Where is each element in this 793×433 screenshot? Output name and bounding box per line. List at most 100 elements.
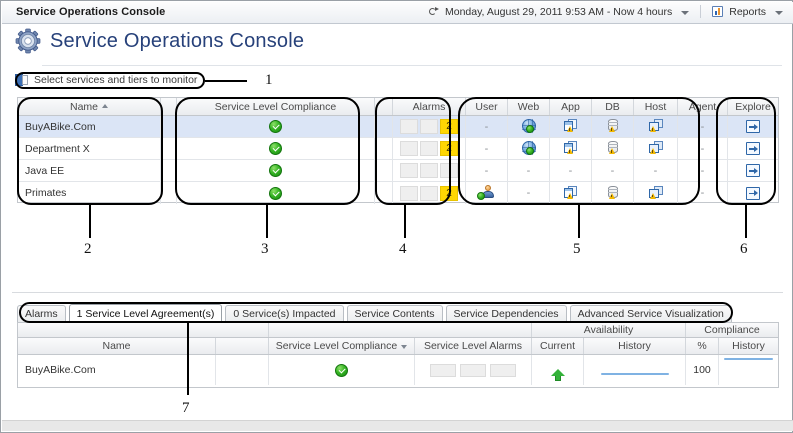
callout-leader-2 bbox=[89, 205, 92, 238]
divider bbox=[700, 5, 702, 18]
column-header-name[interactable]: Name bbox=[18, 98, 161, 115]
alarm-severity-box bbox=[420, 119, 438, 134]
tab-alarms[interactable]: Alarms bbox=[17, 305, 66, 322]
database-warning-icon bbox=[604, 119, 622, 134]
tab-service-contents[interactable]: Service Contents bbox=[346, 305, 443, 322]
database-warning-icon bbox=[604, 141, 622, 156]
cell-availability-current bbox=[532, 355, 584, 385]
table-row[interactable]: BuyABike.Com 2 - - bbox=[18, 116, 778, 138]
cell-alarms: 2 bbox=[393, 182, 466, 204]
column-header-agent[interactable]: Agent bbox=[678, 98, 728, 115]
cell-explore[interactable] bbox=[728, 182, 778, 204]
cell-alarms: 2 bbox=[393, 116, 466, 137]
time-range-chevron-down-icon[interactable] bbox=[681, 10, 690, 15]
web-globe-icon bbox=[520, 141, 538, 156]
cell-compliance bbox=[177, 182, 375, 204]
panel-top-divider bbox=[12, 292, 783, 293]
application-warning-icon bbox=[562, 141, 580, 156]
table-row[interactable]: Department X 2 - - bbox=[18, 138, 778, 160]
cell-service-level-alarms bbox=[415, 355, 532, 385]
callout-number-2: 2 bbox=[84, 241, 92, 257]
reports-chevron-down-icon[interactable] bbox=[775, 10, 783, 15]
callout-leader-5 bbox=[578, 205, 581, 238]
cell-tier-host: - bbox=[634, 160, 678, 181]
select-services-control[interactable]: Select services and tiers to monitor bbox=[15, 74, 197, 86]
column-header-name[interactable]: Name bbox=[18, 338, 216, 354]
alarm-count-badge: 2 bbox=[440, 119, 458, 134]
column-header-app[interactable]: App bbox=[550, 98, 592, 115]
status-ok-icon bbox=[269, 164, 282, 177]
cell-explore[interactable] bbox=[728, 116, 778, 137]
alarm-severity-box bbox=[460, 363, 486, 377]
availability-sparkline bbox=[600, 372, 669, 375]
page-heading: Service Operations Console bbox=[15, 28, 304, 54]
sla-table: Availability Compliance Name Service Lev… bbox=[17, 322, 779, 388]
cell-compliance bbox=[177, 116, 375, 137]
column-header-compliance-history[interactable]: History bbox=[732, 340, 765, 352]
alarm-count-badge: 2 bbox=[440, 185, 458, 201]
cell-tier-host bbox=[634, 138, 678, 159]
cell-tier-host bbox=[634, 182, 678, 204]
time-range-label[interactable]: Monday, August 29, 2011 9:53 AM - Now 4 … bbox=[444, 5, 673, 18]
cell-tier-db bbox=[592, 138, 634, 159]
cell-name: BuyABike.Com bbox=[18, 116, 161, 137]
status-ok-icon bbox=[269, 142, 282, 155]
cell-explore[interactable] bbox=[728, 138, 778, 159]
cell-compliance bbox=[177, 138, 375, 159]
cell-name-spacer bbox=[161, 160, 177, 181]
cell-availability-history bbox=[584, 355, 686, 385]
reports-label[interactable]: Reports bbox=[729, 5, 766, 18]
select-services-label[interactable]: Select services and tiers to monitor bbox=[34, 74, 198, 86]
cell-tier-db bbox=[592, 116, 634, 137]
group-header-gap bbox=[216, 323, 269, 337]
group-header-compliance-spacer bbox=[269, 323, 415, 337]
host-warning-icon bbox=[647, 119, 665, 134]
cell-name-spacer bbox=[161, 138, 177, 159]
detail-tabs: Alarms 1 Service Level Agreement(s) 0 Se… bbox=[17, 304, 732, 322]
tab-service-level-agreements[interactable]: 1 Service Level Agreement(s) bbox=[68, 304, 223, 322]
alarm-severity-box bbox=[400, 185, 418, 201]
compliance-sparkline bbox=[724, 358, 773, 360]
window-title: Service Operations Console bbox=[16, 6, 166, 18]
callout-number-6: 6 bbox=[740, 241, 748, 257]
callout-leader-6 bbox=[745, 205, 748, 238]
callout-leader-7 bbox=[187, 323, 190, 395]
column-header-availability-current[interactable]: Current bbox=[532, 338, 584, 354]
tab-services-impacted[interactable]: 0 Service(s) Impacted bbox=[225, 305, 344, 322]
cell-name-spacer bbox=[216, 355, 269, 385]
column-header-db[interactable]: DB bbox=[592, 98, 634, 115]
column-header-name-spacer bbox=[161, 98, 177, 115]
cell-compliance-spacer bbox=[375, 116, 393, 137]
status-ok-icon bbox=[335, 363, 348, 377]
database-warning-icon bbox=[604, 185, 622, 201]
cell-tier-agent: - bbox=[678, 116, 728, 137]
column-header-web[interactable]: Web bbox=[508, 98, 550, 115]
cell-compliance-spacer bbox=[375, 160, 393, 181]
tab-advanced-service-visualization[interactable]: Advanced Service Visualization bbox=[569, 305, 732, 322]
report-chart-icon bbox=[712, 6, 724, 17]
cell-compliance-spacer bbox=[375, 138, 393, 159]
column-header-alarms[interactable]: Alarms bbox=[393, 98, 466, 115]
sla-table-group-header: Availability Compliance bbox=[18, 323, 778, 338]
table-row[interactable]: BuyABike.Com 100 bbox=[18, 355, 778, 385]
panel-expand-icon[interactable] bbox=[15, 74, 28, 86]
application-warning-icon bbox=[562, 119, 580, 134]
column-header-name-spacer bbox=[216, 338, 269, 354]
tab-service-dependencies[interactable]: Service Dependencies bbox=[445, 305, 567, 322]
table-row[interactable]: Primates 2 - - bbox=[18, 182, 778, 204]
column-header-service-level-compliance[interactable]: Service Level Compliance bbox=[269, 338, 415, 354]
column-header-compliance-percent[interactable]: % bbox=[686, 338, 719, 354]
column-header-user[interactable]: User bbox=[466, 98, 508, 115]
cell-explore[interactable] bbox=[728, 160, 778, 181]
callout-number-4: 4 bbox=[399, 241, 407, 257]
column-header-service-level-alarms[interactable]: Service Level Alarms bbox=[415, 338, 532, 354]
table-row[interactable]: Java EE - - - - - - bbox=[18, 160, 778, 182]
column-header-availability-history[interactable]: History bbox=[584, 338, 686, 354]
cell-compliance bbox=[177, 160, 375, 181]
cell-name: Department X bbox=[18, 138, 161, 159]
alarm-severity-box bbox=[430, 363, 456, 377]
column-header-service-level-compliance[interactable]: Service Level Compliance bbox=[177, 98, 375, 115]
callout-number-5: 5 bbox=[573, 241, 581, 257]
column-header-host[interactable]: Host bbox=[634, 98, 678, 115]
explore-icon bbox=[746, 120, 760, 133]
